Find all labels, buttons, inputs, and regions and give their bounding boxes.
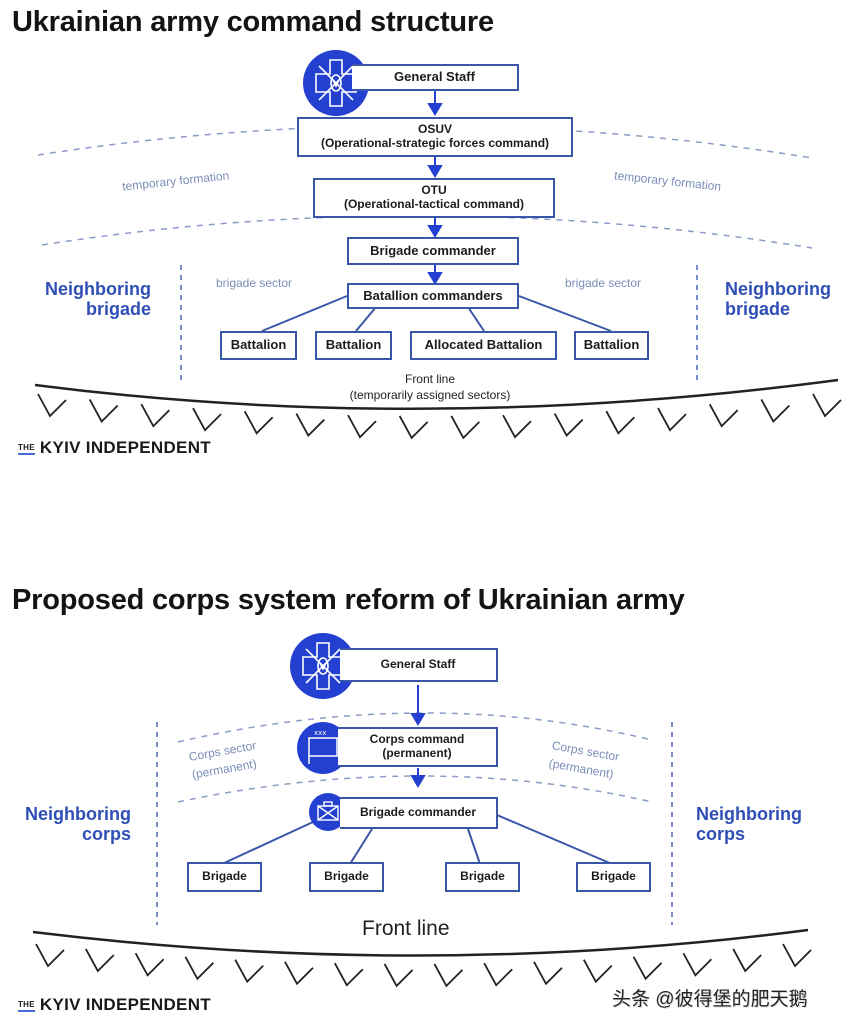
otu-description: (Operational-tactical command): [343, 197, 525, 211]
svg-text:xxx: xxx: [314, 729, 326, 737]
brigade-box: Brigade: [445, 862, 520, 892]
front-line-arc-1: [34, 378, 839, 411]
battalion-commanders-box: Batallion commanders: [347, 283, 519, 309]
front-line-tooth: [192, 407, 222, 432]
brigade-commander-label: Brigade commander: [370, 242, 496, 258]
front-line-tooth: [37, 393, 67, 418]
neighboring-brigade-right: Neighboring brigade: [725, 279, 831, 319]
osuv-box: OSUV (Operational-strategic forces comma…: [297, 117, 573, 157]
battalion-commanders-label: Batallion commanders: [363, 287, 503, 303]
front-line-tooth: [88, 399, 119, 423]
brigade-sector-right: brigade sector: [565, 276, 642, 290]
front-line-tooth: [632, 956, 663, 981]
diagram1-title: Ukrainian army command structure: [12, 6, 494, 38]
brigade-commander-label-2: Brigade commander: [359, 805, 477, 820]
front-line-tooth: [347, 414, 377, 439]
front-line-tooth: [234, 959, 264, 984]
front-line-tooth: [483, 962, 513, 987]
neighboring-corps-right: Neighboring corps: [696, 804, 802, 844]
front-line-tooth: [383, 963, 414, 988]
front-line-tooth: [782, 943, 812, 968]
brigade-commander-box: Brigade commander: [347, 237, 519, 265]
front-line-tooth: [284, 961, 314, 986]
front-line-tooth: [398, 415, 429, 440]
front-line-tooth: [812, 393, 842, 418]
front-line-tooth: [433, 963, 464, 988]
general-staff-box: General Staff: [352, 64, 519, 91]
general-staff-label: General Staff: [394, 69, 475, 85]
allocated-battalion-box: Allocated Battalion: [410, 331, 557, 360]
otu-box: OTU (Operational-tactical command): [313, 178, 555, 218]
front-line-tooth: [657, 407, 687, 432]
front-line-label-2: Front line: [362, 917, 450, 940]
front-line-tooth: [134, 952, 165, 977]
front-line-tooth: [583, 959, 613, 984]
front-line-tooth: [732, 948, 762, 973]
front-line-tooth: [334, 962, 364, 987]
neighboring-brigade-left: Neighboring brigade: [45, 279, 151, 319]
front-line-tooth: [85, 948, 115, 973]
front-line-tooth: [760, 399, 790, 423]
battalion-box: Battalion: [315, 331, 392, 360]
corps-command-permanent: (permanent): [382, 746, 452, 760]
front-line-tooth: [553, 413, 584, 438]
battalion-box: Battalion: [220, 331, 297, 360]
brigade-commander-box-2: Brigade commander: [340, 797, 498, 829]
front-line-arc-2: [32, 928, 809, 957]
front-line-tooth: [243, 410, 274, 435]
neighboring-corps-left: Neighboring corps: [25, 804, 131, 844]
osuv-label: OSUV: [417, 122, 452, 137]
general-staff-label-2: General Staff: [380, 657, 456, 672]
brigade-box: Brigade: [576, 862, 651, 892]
battalion-box: Battalion: [574, 331, 649, 360]
front-line-tooth: [502, 414, 532, 439]
otu-label: OTU: [421, 183, 447, 198]
diagram2-title: Proposed corps system reform of Ukrainia…: [12, 584, 685, 616]
front-line-teeth-1: [37, 393, 842, 440]
brigade-sector-left: brigade sector: [216, 276, 293, 290]
front-line-tooth: [450, 415, 480, 440]
brigade-box: Brigade: [187, 862, 262, 892]
corps-command-box: Corps command (permanent): [338, 727, 498, 767]
front-line-tooth: [184, 956, 215, 981]
front-line-tooth: [533, 961, 563, 986]
front-line-tooth: [140, 403, 170, 428]
general-staff-emblem-icon: [303, 50, 369, 116]
general-staff-box-2: General Staff: [340, 648, 498, 682]
watermark: 头条 @彼得堡的肥天鹅: [612, 989, 808, 1010]
front-line-tooth: [605, 410, 635, 435]
brigade-box: Brigade: [309, 862, 384, 892]
front-line-label-1: Front line (temporarily assigned sectors…: [349, 372, 511, 402]
front-line-tooth: [35, 943, 65, 968]
front-line-tooth: [682, 952, 713, 977]
front-line-teeth-2: [35, 943, 812, 988]
corps-command-label: Corps command: [369, 732, 465, 747]
osuv-description: (Operational-strategic forces command): [320, 136, 550, 150]
front-line-tooth: [708, 403, 739, 428]
front-line-tooth: [295, 413, 325, 438]
